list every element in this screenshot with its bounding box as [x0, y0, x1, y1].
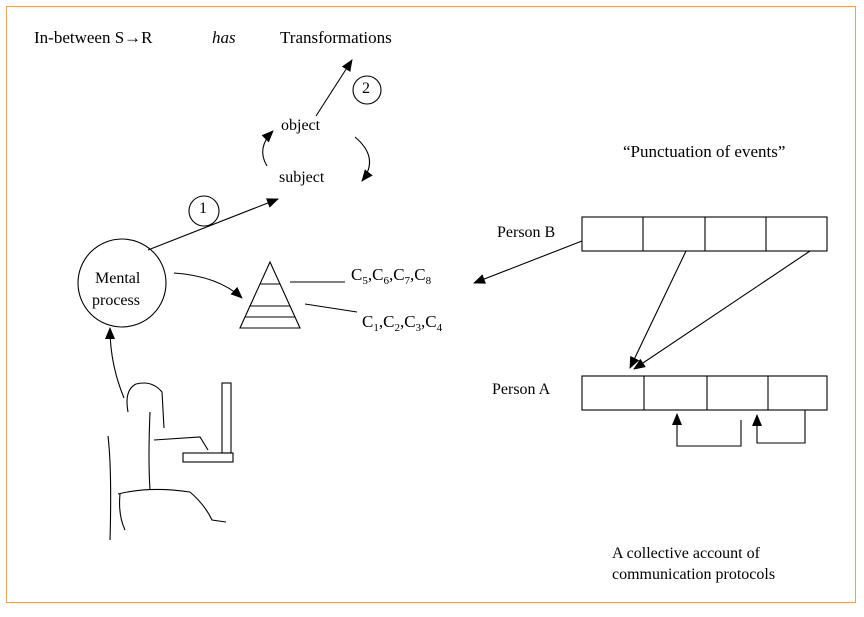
- mental-to-subject-arrow: [147, 198, 279, 251]
- mental-process-line2: process: [92, 292, 140, 309]
- mental-to-pyramid-arrow: [173, 272, 243, 299]
- feedback-loop-1: [672, 413, 742, 447]
- object-to-subject-curve: [354, 136, 373, 182]
- person-b-to-a-arrow-1: [629, 250, 687, 369]
- object-to-transformations-arrow: [315, 59, 353, 117]
- feedback-loop-2: [752, 410, 806, 444]
- step-one-circle: [188, 195, 220, 227]
- concept-pyramid: [239, 260, 301, 329]
- concepts-lower: C1,C2,C3,C4: [362, 312, 443, 334]
- person-b-to-a-arrow-2: [633, 250, 811, 370]
- person-a-events: [581, 375, 828, 411]
- header-prefix: In-between S→R: [34, 28, 153, 47]
- punctuation-caption: “Punctuation of events”: [623, 142, 786, 161]
- subject-to-object-curve: [261, 130, 274, 167]
- step-two-number: 2: [362, 80, 370, 97]
- step-two-circle: [352, 75, 382, 105]
- person-a-label: Person A: [492, 381, 551, 398]
- collective-caption-line1: A collective account of: [612, 545, 760, 562]
- person-b-to-concepts-arrow: [473, 240, 583, 284]
- collective-caption-line2: communication protocols: [612, 566, 776, 583]
- pyramid-lower-connector: [304, 303, 358, 313]
- person-sketch-icon: [107, 382, 227, 541]
- mental-process-circle: [77, 238, 167, 328]
- diagram-frame: [6, 6, 856, 603]
- step-one-number: 1: [199, 200, 207, 217]
- header-verb: has: [212, 28, 236, 47]
- person-to-mental-arrow: [105, 327, 125, 399]
- header-title: Transformations: [280, 28, 392, 47]
- mental-process-line1: Mental: [95, 270, 141, 287]
- person-b-label: Person B: [497, 224, 556, 241]
- concepts-upper: C5,C6,C7,C8: [351, 265, 432, 287]
- object-label: object: [281, 117, 321, 134]
- subject-label: subject: [279, 169, 325, 186]
- laptop-icon: [182, 382, 234, 463]
